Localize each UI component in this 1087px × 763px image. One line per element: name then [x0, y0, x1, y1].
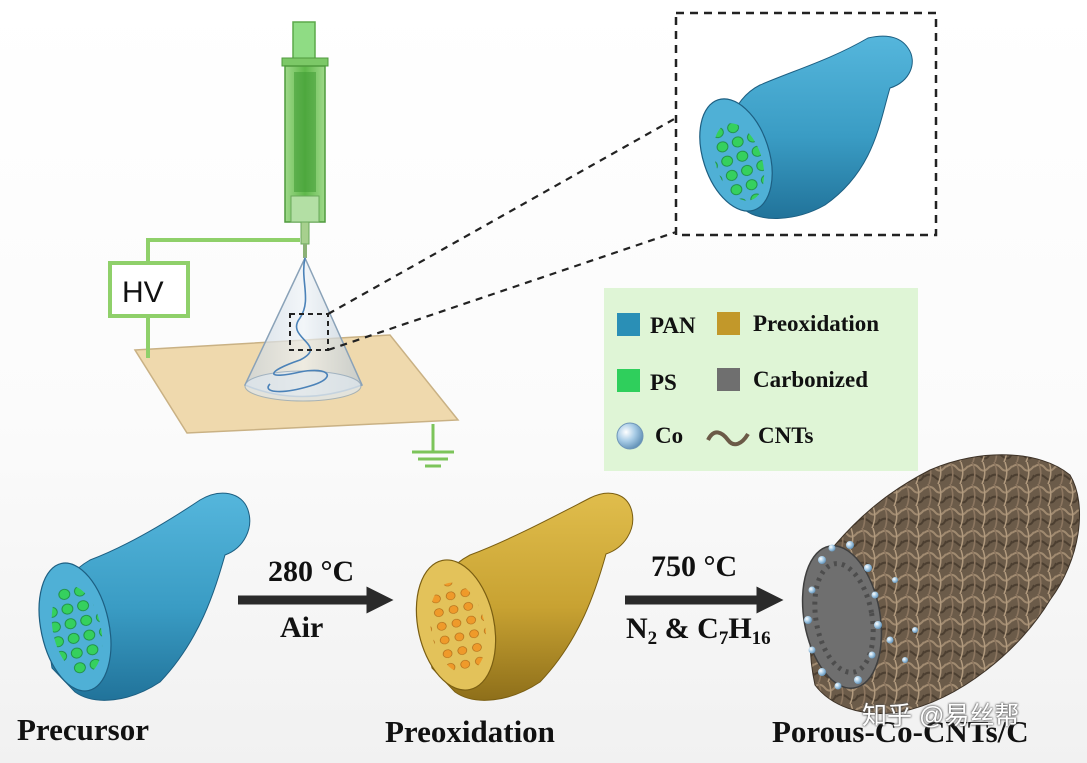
- syringe: [281, 21, 329, 258]
- stage-label-precursor: Precursor: [17, 712, 149, 747]
- zoom-region-box: [289, 313, 329, 351]
- step1-atmosphere: Air: [280, 611, 324, 644]
- electrospinning-setup: [108, 21, 677, 468]
- legend-swatch-cnts: [706, 430, 750, 447]
- hv-label: HV: [122, 276, 164, 309]
- legend-swatch-carbonized: [717, 368, 740, 391]
- legend-swatch-preoxidation: [717, 312, 740, 335]
- legend-label-preoxidation: Preoxidation: [753, 311, 880, 336]
- legend-swatch-pan: [617, 313, 640, 336]
- legend-label-ps: PS: [650, 370, 677, 395]
- inset-fiber: [699, 35, 913, 219]
- step2-temperature: 750 °C: [651, 550, 738, 583]
- final-cnt-fiber: [801, 454, 1080, 714]
- power-wire: [146, 238, 300, 358]
- legend-label-co: Co: [655, 423, 684, 448]
- stage-label-preoxidation: Preoxidation: [385, 714, 555, 749]
- stage-label-final: Porous-Co-CNTs/C: [772, 714, 1029, 749]
- watermark: 知乎 @易丝帮: [862, 702, 1020, 730]
- step1-temperature: 280 °C: [268, 555, 355, 588]
- step2-atmosphere: N2 & C7H16: [626, 612, 771, 649]
- zoom-inset: [674, 11, 938, 237]
- legend-label-carbonized: Carbonized: [753, 367, 868, 392]
- legend-swatch-co: [616, 422, 644, 450]
- preoxidation-fiber: [415, 492, 634, 701]
- precursor-fiber: [38, 492, 251, 701]
- ground-icon: [412, 424, 454, 468]
- legend-label-pan: PAN: [650, 313, 696, 338]
- legend-swatch-ps: [617, 369, 640, 392]
- hv-power-supply: [108, 261, 190, 318]
- legend-label-cnts: CNTs: [758, 423, 814, 448]
- legend-panel: [604, 288, 918, 471]
- legend: [604, 288, 918, 471]
